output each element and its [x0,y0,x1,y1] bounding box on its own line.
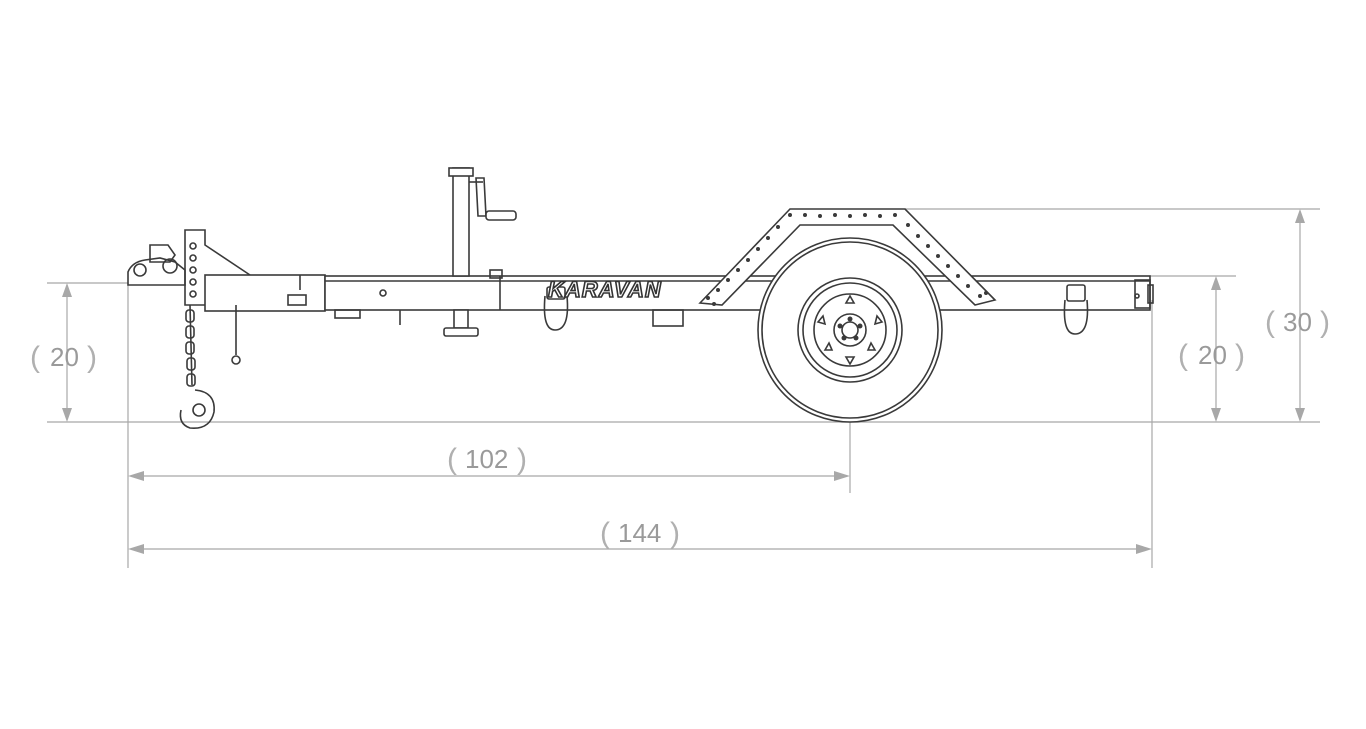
svg-text:): ) [517,443,527,476]
svg-text:(: ( [1265,306,1275,339]
svg-text:): ) [1235,339,1245,372]
left-height-value: 20 [50,342,79,372]
label-right-height: ( 20 ) [1178,339,1245,372]
left-height-dimension [62,283,72,422]
tongue-reflector [287,294,307,306]
tire [757,237,943,423]
label-axle-distance: ( 102 ) [447,443,527,476]
fender-height-dimension [1295,209,1305,422]
axle-distance-value: 102 [465,444,508,474]
right-height-value: 20 [1198,340,1227,370]
safety-chain [179,304,215,429]
tongue [204,274,326,312]
fender-diamond-plate [706,213,988,306]
label-fender-height: ( 30 ) [1265,306,1330,339]
svg-text:(: ( [600,517,610,550]
label-overall-length: ( 144 ) [600,517,680,550]
svg-text:): ) [670,517,680,550]
brand-logo: KARAVAN [548,277,662,302]
svg-text:(: ( [1178,339,1188,372]
trailer: KARAVAN [127,167,1154,429]
rim [797,277,903,383]
fender-height-value: 30 [1283,307,1312,337]
underframe-bracket [334,309,361,319]
dimension-lines [47,208,1320,568]
svg-text:(: ( [30,341,40,374]
svg-text:(: ( [447,443,457,476]
fender [698,208,997,306]
wheel [757,237,943,423]
tie-down-ring-front [543,286,569,331]
tie-down-ring-rear [1063,284,1089,335]
jack-stand [443,167,517,337]
overall-length-value: 144 [618,518,661,548]
svg-text:): ) [87,341,97,374]
label-left-height: ( 20 ) [30,341,97,374]
overall-length-dimension [128,544,1152,554]
svg-text:): ) [1320,306,1330,339]
axle-distance-dimension [128,471,850,481]
hub [833,313,867,347]
axle-bracket [652,309,684,327]
safety-pin [231,305,241,365]
right-height-dimension [1211,276,1221,422]
hitch-coupler [127,244,186,286]
